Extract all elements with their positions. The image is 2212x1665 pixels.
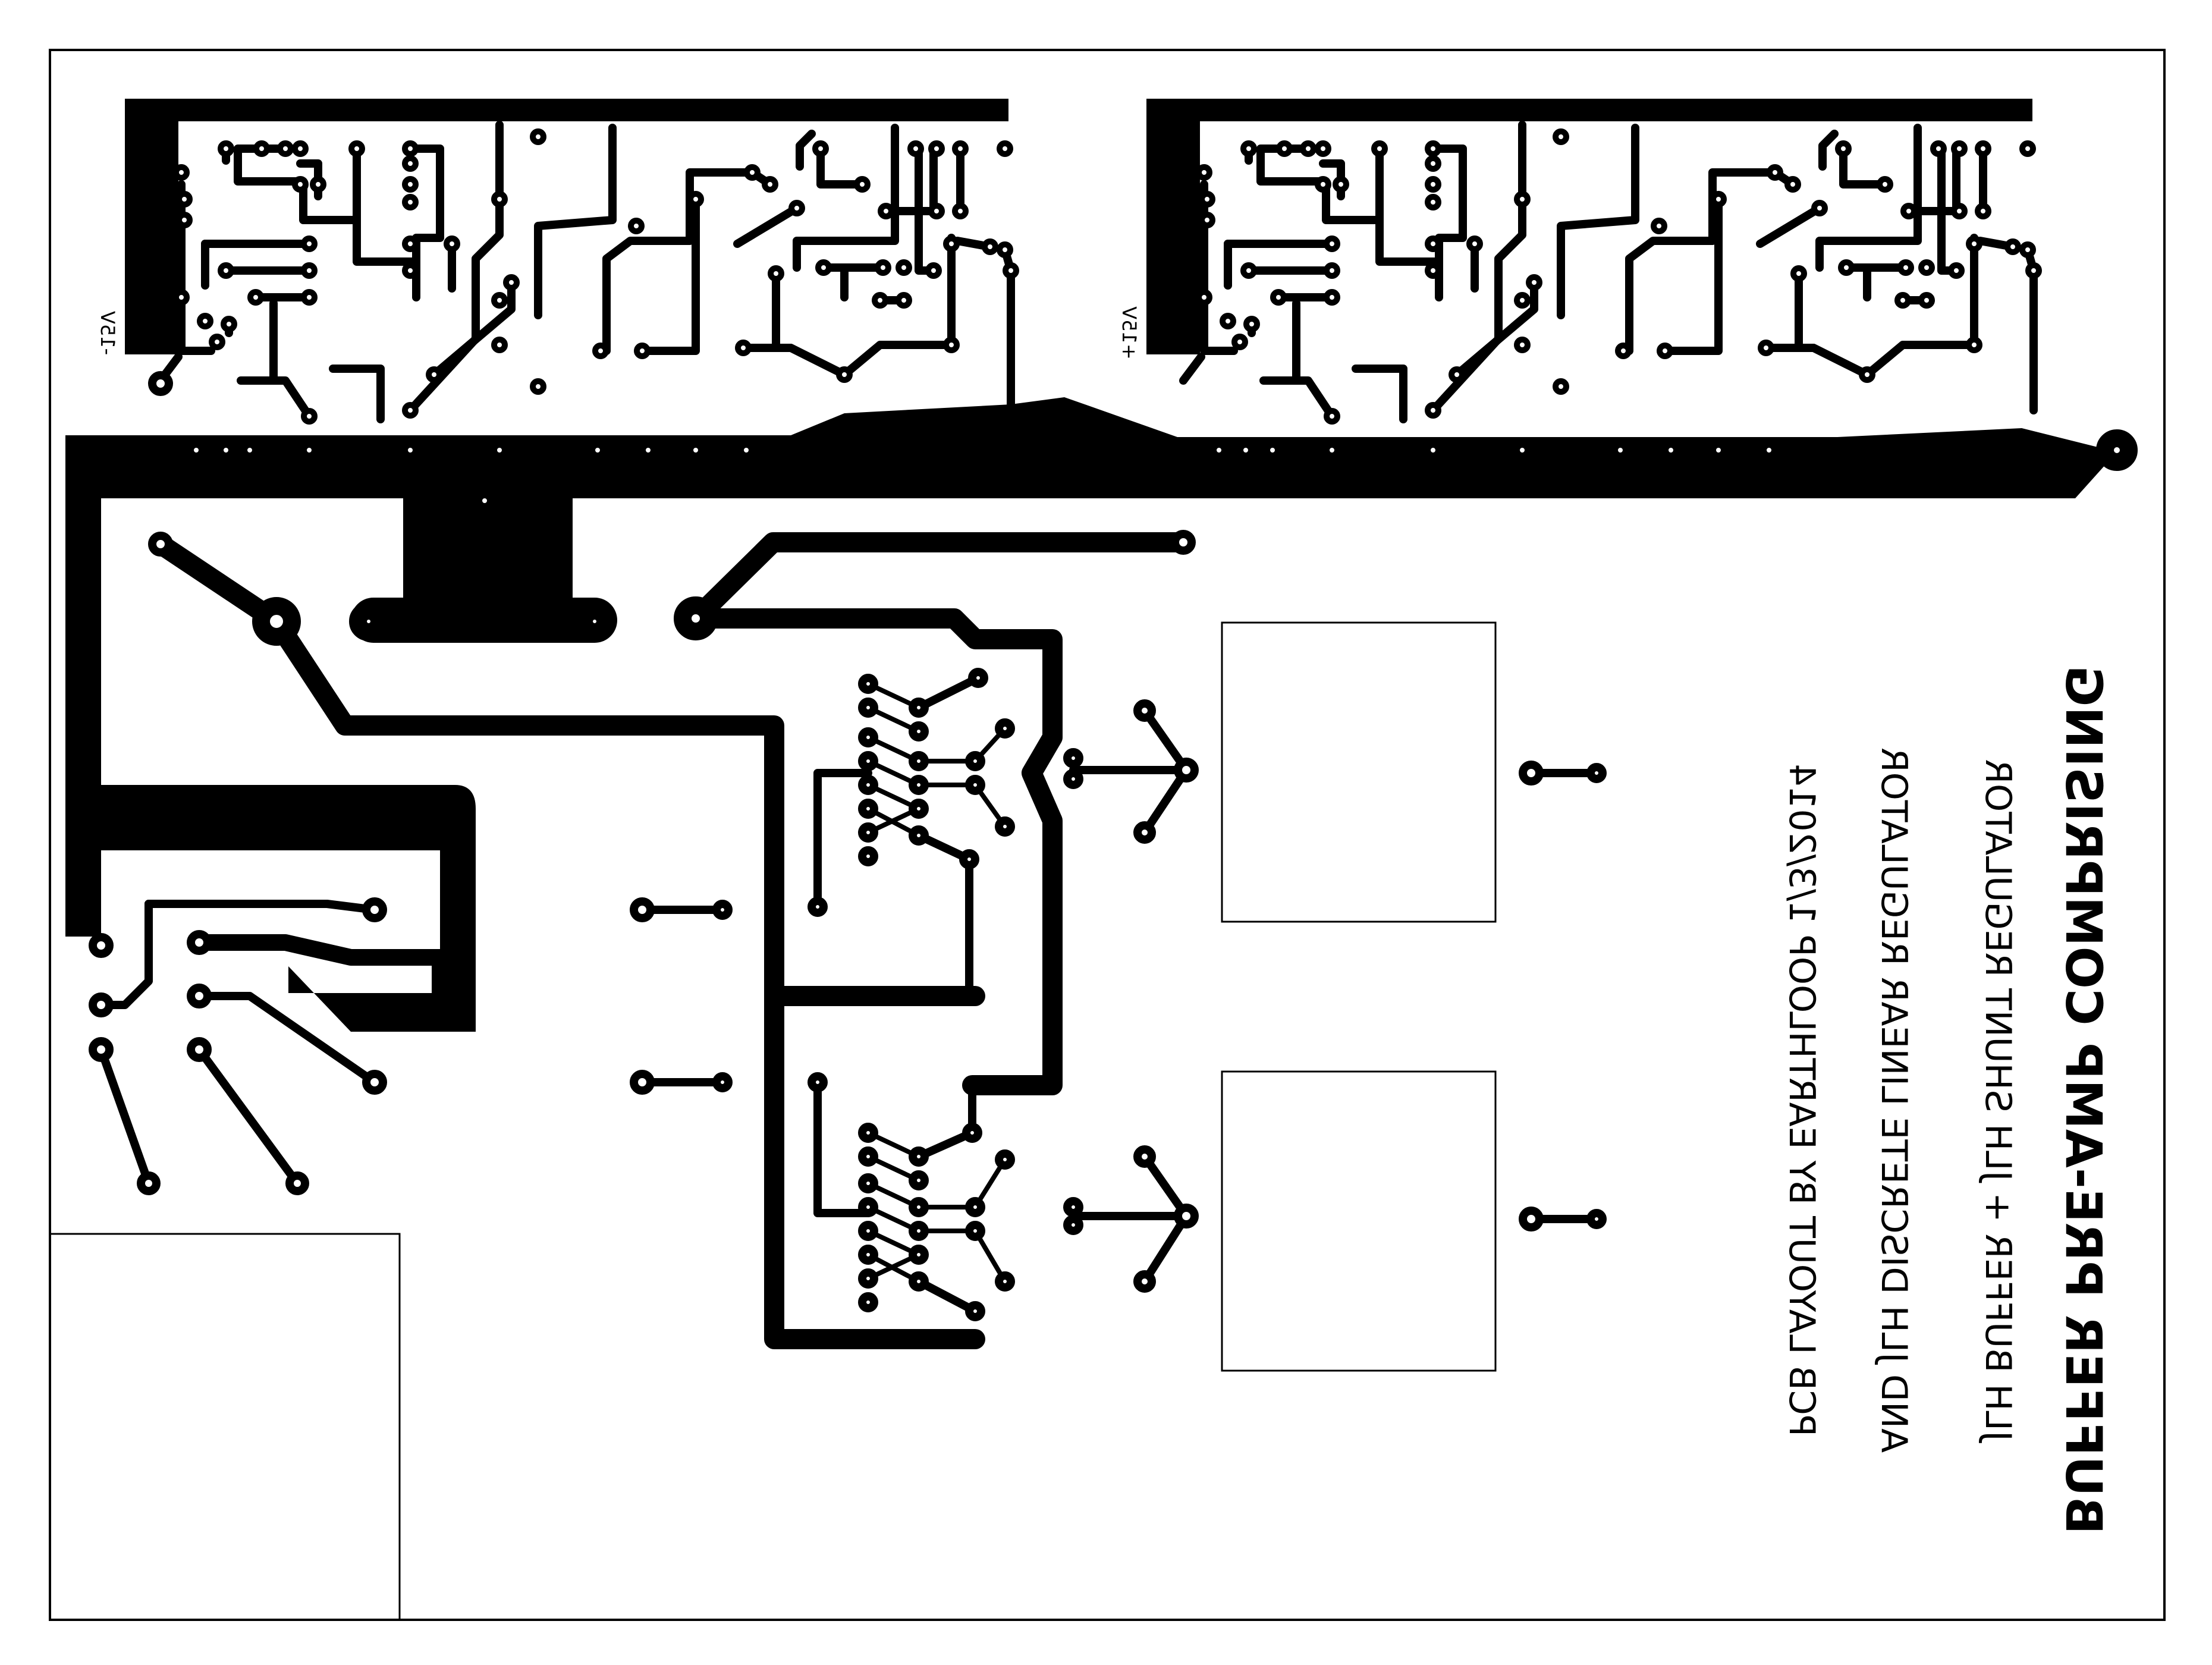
trace-v6: [1557, 124, 1639, 319]
left-top-rail: [125, 99, 1008, 121]
trace-c: [97, 1045, 153, 1188]
trace-s: [813, 1078, 872, 1217]
board-outline: [49, 49, 2166, 1621]
trace-u12: [793, 124, 899, 272]
title-line-3: AND JLH DISCRETE LINEAR REGULATOR: [1873, 747, 1915, 1453]
trace-v3: [1352, 365, 1407, 423]
title-line-4: PCB LAYOUT BY EARTHLOOP 1/3/2014: [1781, 764, 1823, 1437]
right-top-rail: [1146, 99, 2032, 121]
trace-u9: [733, 204, 801, 248]
trace-v27: [1256, 144, 1384, 224]
center-block-pour: [403, 498, 573, 599]
copper-pours: [65, 99, 2117, 1032]
trace-q: [915, 1277, 979, 1315]
trace-u17: [796, 130, 816, 171]
title-line-1: BUFFER PRE-AMP COMPRISING: [2054, 665, 2113, 1534]
footprint-upper-right-module: [1221, 621, 1497, 923]
trace-p: [915, 1084, 976, 1161]
trace-v18: [1839, 144, 1889, 189]
trace-u34: [177, 180, 215, 355]
trace-u6: [534, 124, 617, 319]
trace-v34: [1200, 180, 1238, 355]
trace-v25: [1375, 144, 1443, 266]
trace-v5: [1453, 278, 1538, 379]
trace-right-column: [686, 532, 1193, 629]
trace-v1: [1259, 376, 1336, 420]
trace-e: [195, 992, 379, 1086]
trace-a: [144, 900, 379, 914]
title-block: BUFFER PRE-AMP COMPRISING JLH BUFFER + J…: [1781, 665, 2113, 1534]
trace-v8: [1661, 195, 1723, 355]
upper-left-amp-pads: [173, 128, 1019, 425]
title-line-2: JLH BUFFER + JLH SHUNT REGULATOR: [1977, 759, 2019, 1443]
trace-u5: [430, 278, 516, 379]
upper-right-amp-pads: [1196, 128, 2042, 425]
ground-bus: [65, 397, 2117, 1032]
trace-u25: [353, 144, 420, 266]
left-vertical-rail: [125, 99, 178, 354]
trace-v35: [1179, 353, 1205, 385]
footprint-area-bottom-left: [49, 1233, 401, 1621]
trace-v9: [1756, 204, 1824, 248]
center-heatsink-pad: [351, 598, 617, 643]
pads: [89, 371, 2138, 1321]
footprint-lower-right-module: [1221, 1070, 1497, 1372]
label-negative-rail: -15V: [96, 311, 119, 355]
trace-d: [195, 1045, 301, 1188]
trace-u8: [638, 195, 700, 355]
trace-vertical-feed: [686, 608, 1063, 1095]
trace-u3: [329, 365, 385, 423]
trace-n: [915, 674, 982, 712]
trace-r: [813, 769, 872, 911]
right-vertical-rail: [1146, 99, 1200, 354]
trace-u1: [237, 376, 313, 420]
trace-u18: [816, 144, 866, 189]
traces: [97, 121, 2038, 1349]
label-positive-rail: +15V: [1118, 306, 1140, 360]
trace-left-loop: [188, 934, 448, 1019]
trace-v17: [1818, 130, 1839, 171]
trace-u27: [234, 144, 361, 224]
trace-v12: [1815, 124, 1922, 272]
